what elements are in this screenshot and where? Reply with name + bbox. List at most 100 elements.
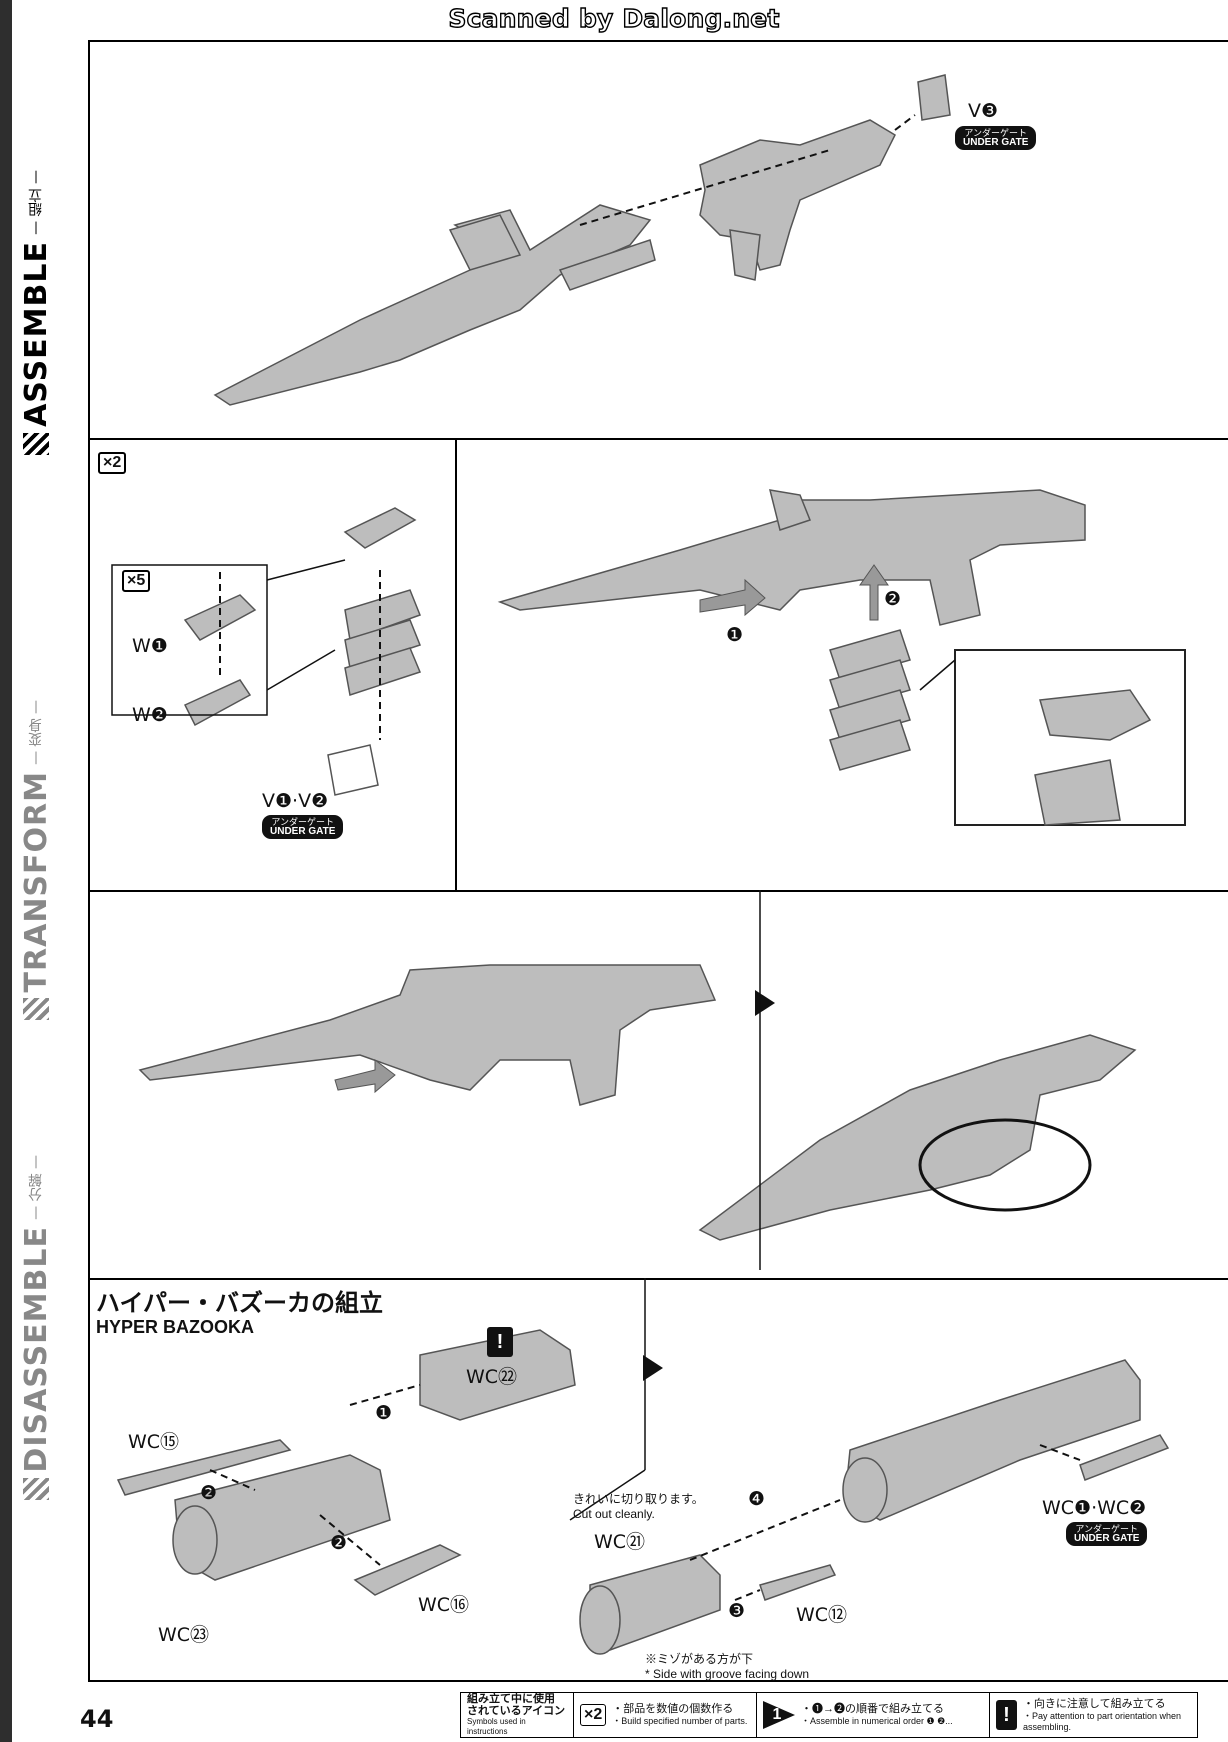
bazooka-part-wc15 [116, 1439, 292, 1496]
beam-magnum-barrel [213, 204, 656, 406]
under-gate-badge: アンダーゲート UNDER GATE [1066, 1522, 1148, 1546]
grip-stack [344, 589, 422, 696]
bazooka-body-wc23 [172, 1454, 391, 1581]
groove-note-en: * Side with groove facing down [645, 1667, 810, 1681]
part-frame [327, 744, 379, 796]
bazooka-barrel-wc22 [419, 1329, 576, 1421]
order-icon: 1 [763, 1701, 795, 1729]
next-step-icon [755, 990, 775, 1016]
sidebar-bar [0, 0, 12, 1742]
legend-warning-jp: ・向きに注意して組み立てる [1022, 1697, 1166, 1710]
beam-magnum-grip [699, 119, 896, 281]
sidebar-assemble: — 組立 — ASSEMBLE [12, 170, 60, 470]
stripe-icon [23, 432, 49, 455]
grip-stack-panel3 [829, 629, 911, 771]
guide-line [209, 1469, 256, 1491]
guide-line [319, 1514, 381, 1566]
count-x2-badge: ×2 [98, 452, 127, 474]
page-number: 44 [80, 1705, 114, 1733]
sidebar-disassemble: — 分解 — DISASSEMBLE [12, 1155, 60, 1525]
cut-cleanly-jp: きれいに切り取ります。 [573, 1492, 704, 1506]
magnum-assembled-panel3 [497, 489, 1086, 626]
callout-line [266, 649, 336, 691]
stripe-icon [23, 998, 49, 1021]
under-gate-en: UNDER GATE [270, 826, 336, 837]
bazooka-long-tube [842, 1359, 1141, 1523]
cut-cleanly-note: きれいに切り取ります。 Cut out cleanly. [573, 1490, 704, 1521]
step-divider [569, 1469, 646, 1521]
part-label-wc15: WC⑮ [128, 1431, 180, 1453]
part-label-v1-v2: V❶·V❷ [262, 790, 329, 812]
bazooka-part-wc16 [353, 1544, 462, 1596]
arrow-icon [334, 1059, 396, 1094]
sidebar: — 組立 — ASSEMBLE — 変身 — TRANSFORM — 分解 — … [0, 0, 72, 1742]
count-icon: ×2 [580, 1704, 607, 1726]
guide-line [734, 1589, 761, 1601]
beam-magnum-cap [917, 74, 951, 121]
guide-line [579, 149, 831, 226]
under-gate-jp: アンダーゲート [1075, 1524, 1138, 1534]
divider-2 [455, 438, 457, 890]
divider-3 [88, 890, 1228, 892]
legend-item-order: 1 ・❶→❷の順番で組み立てる ・Assemble in numerical o… [757, 1693, 990, 1737]
legend-count-en: ・Build specified number of parts. [612, 1716, 748, 1726]
step-2-marker: ❷ [884, 588, 902, 610]
legend-header: 組み立て中に使用 されているアイコン Symbols used in instr… [461, 1693, 574, 1737]
step-3-marker: ❸ [728, 1600, 746, 1622]
legend-header-jp-2: されているアイコン [467, 1705, 566, 1717]
guide-line [349, 1384, 421, 1406]
divider-4 [88, 1278, 1228, 1280]
part-label-w2: W❷ [132, 704, 168, 726]
under-gate-en: UNDER GATE [963, 137, 1029, 148]
legend-order-en: ・Assemble in numerical order ❶ ❷... [801, 1716, 953, 1726]
part-label-wc23: WC㉓ [158, 1624, 210, 1646]
step-2-marker: ❷ [200, 1482, 218, 1504]
legend-item-warning: ! ・向きに注意して組み立てる ・Pay attention to part o… [990, 1693, 1197, 1737]
part-label-wc22: WC㉒ [466, 1366, 518, 1388]
callout-line [919, 659, 956, 691]
count-x5-badge: ×5 [122, 570, 151, 592]
step-1-marker: ❶ [375, 1402, 393, 1424]
under-gate-en: UNDER GATE [1074, 1533, 1140, 1544]
cut-cleanly-en: Cut out cleanly. [573, 1507, 655, 1521]
arrow-icon [859, 564, 889, 621]
guide-line [689, 1499, 841, 1561]
section-title-jp: ハイパー・バズーカの組立 [96, 1289, 384, 1317]
legend-header-en: Symbols used in instructions [467, 1717, 526, 1736]
sub-box-x5 [111, 564, 268, 716]
step-4-marker: ❹ [748, 1488, 766, 1510]
warning-icon: ! [996, 1700, 1017, 1730]
bazooka-part-wc1-wc2 [1079, 1434, 1170, 1481]
step-2-marker: ❷ [330, 1532, 348, 1554]
magnum-folded-panel4 [698, 1034, 1137, 1241]
under-gate-badge: アンダーゲート UNDER GATE [955, 126, 1037, 150]
magnum-assembled-panel4 [138, 964, 717, 1106]
bazooka-grip-wc21 [579, 1554, 721, 1655]
stripe-icon [23, 1478, 49, 1501]
part-label-wc1-wc2: WC❶·WC❷ [1042, 1497, 1147, 1519]
groove-note-jp: ※ミゾがある方が下 [645, 1652, 754, 1666]
instruction-frame [88, 40, 1228, 1680]
guide-line [894, 114, 916, 131]
under-gate-badge: アンダーゲート UNDER GATE [262, 815, 344, 839]
section-title-en: HYPER BAZOOKA [96, 1317, 255, 1337]
legend-count-jp: ・部品を数値の個数作る [612, 1703, 734, 1715]
warning-icon: ! [487, 1327, 513, 1357]
divider-1 [88, 438, 1228, 440]
detail-part [1039, 689, 1152, 741]
part-label-w1: W❶ [132, 635, 168, 657]
under-gate-jp: アンダーゲート [271, 817, 334, 827]
legend-warning-en: ・Pay attention to part orientation when … [1022, 1710, 1182, 1732]
watermark: Scanned by Dalong.net [448, 3, 780, 33]
divider-top [88, 40, 1228, 42]
detail-grip [1034, 759, 1121, 826]
part-label-wc16: WC⑯ [418, 1594, 470, 1616]
step-1-marker: ❶ [726, 624, 744, 646]
bazooka-part-wc12 [759, 1564, 837, 1601]
rotate-arrow-icon [918, 1118, 1092, 1212]
divider-bottom [88, 1680, 1228, 1682]
part-label-v3: V❸ [968, 100, 999, 122]
sidebar-transform: — 変身 — TRANSFORM [12, 700, 60, 1040]
next-step-icon [643, 1355, 663, 1381]
